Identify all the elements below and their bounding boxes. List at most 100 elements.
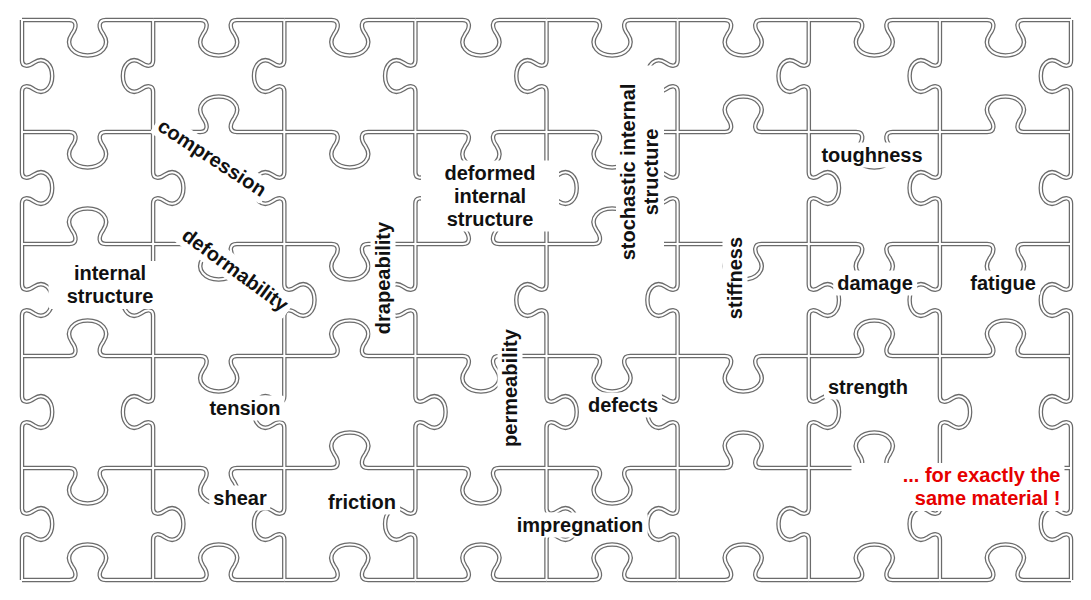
piece-edge [22,468,153,503]
puzzle-label: deformed internal structure [421,161,559,232]
piece-edge [284,433,415,468]
piece-edge [123,20,153,132]
piece-edge [547,468,678,503]
piece-edge [22,545,153,580]
piece-edge [153,468,183,580]
piece-edge [940,20,1071,55]
piece-edge [22,468,52,580]
piece-edge [415,545,546,580]
piece-edge [678,20,809,55]
piece-edge [940,321,1071,356]
puzzle-label: shear [209,486,270,511]
piece-edge [779,20,809,132]
piece-edge [779,468,809,580]
piece-edge [1041,356,1071,468]
piece-edge [809,132,940,167]
piece-edge [385,468,415,580]
piece-edge [1041,132,1071,244]
puzzle-label: internal structure [49,261,172,309]
puzzle-label: stiffness [723,233,748,323]
piece-edge [22,132,153,167]
piece-edge [22,321,153,356]
piece-edge [153,468,183,580]
piece-edge [809,132,940,167]
piece-edge [547,545,678,580]
piece-edge [385,20,415,132]
piece-edge [779,468,809,580]
piece-edge [22,20,153,55]
piece-edge [809,20,940,55]
piece-edge [940,356,970,468]
piece-edge [284,545,415,580]
piece-edge [22,356,52,468]
piece-edge [284,244,415,279]
puzzle-label: damage [833,271,917,296]
puzzle-label: toughness [817,143,926,168]
piece-edge [678,356,809,391]
piece-edge [415,545,546,580]
piece-edge [547,356,678,391]
piece-edge [22,132,52,244]
piece-edge [385,20,415,132]
piece-edge [547,356,577,468]
piece-edge [809,244,839,356]
piece-edge [284,321,415,356]
piece-edge [22,132,52,244]
piece-edge [284,545,415,580]
piece-edge [415,468,546,503]
piece-edge [284,20,415,55]
piece-edge [153,356,284,391]
piece-edge [22,20,52,132]
piece-edge [22,545,153,580]
piece-edge [153,545,284,580]
puzzle-label: tension [205,396,284,421]
piece-edge [22,209,153,244]
piece-edge [809,321,940,356]
piece-edge [647,468,677,580]
piece-edge [22,20,52,132]
puzzle-label: friction [324,490,400,515]
piece-edge [1041,244,1071,356]
piece-edge [809,356,839,468]
puzzle-label: defects [584,393,662,418]
piece-edge [22,356,52,468]
piece-edge [678,20,809,55]
piece-edge [284,132,415,167]
piece-edge [415,356,546,391]
piece-edge [678,545,809,580]
piece-edge [415,356,445,468]
piece-edge [547,20,678,55]
puzzle-label: compression [150,111,275,204]
piece-edge [678,433,809,468]
piece-edge [779,20,809,132]
piece-edge [1041,20,1071,132]
note-text: ... for exactly the same material ! [852,463,1065,511]
piece-edge [940,20,1071,55]
piece-edge [940,321,1071,356]
piece-edge [415,20,546,55]
piece-edge [22,468,52,580]
puzzle-label: permeability [498,325,523,451]
piece-edge [809,20,940,55]
piece-edge [284,132,415,167]
piece-edge [1041,20,1071,132]
piece-edge [809,244,839,356]
piece-edge [940,97,1071,132]
piece-edge [809,545,940,580]
piece-edge [123,356,153,468]
piece-edge [678,356,809,391]
piece-edge [940,97,1071,132]
piece-edge [547,545,678,580]
piece-edge [254,20,284,132]
piece-edge [678,97,809,132]
puzzle-label: impregnation [513,513,648,538]
piece-edge [415,468,546,503]
piece-edge [678,97,809,132]
piece-edge [22,321,153,356]
piece-edge [153,356,284,391]
piece-edge [22,468,153,503]
piece-edge [415,356,445,468]
puzzle-label: stochastic internal structure [616,66,664,279]
piece-edge [284,20,415,55]
piece-edge [385,468,415,580]
